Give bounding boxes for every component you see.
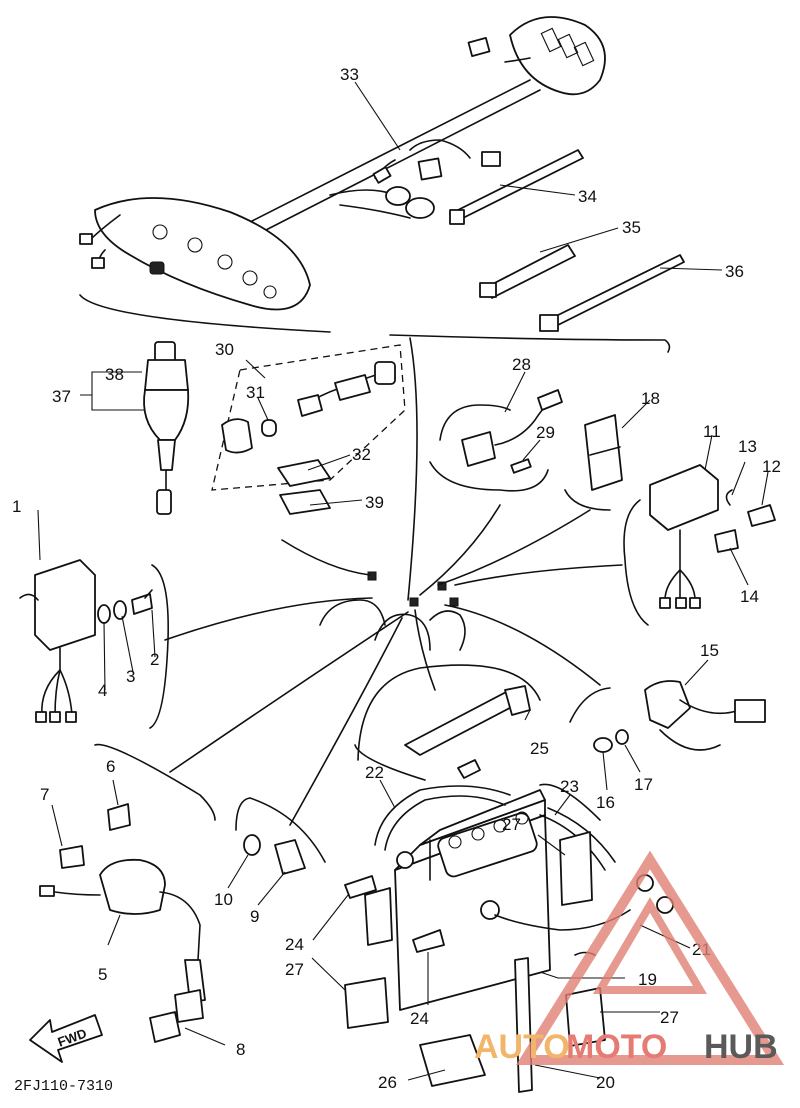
callout-3: 3 — [126, 667, 135, 686]
callout-25: 25 — [530, 739, 549, 758]
callout-11: 11 — [703, 422, 721, 441]
callout-12: 12 — [762, 457, 781, 476]
label-32 — [277, 459, 331, 487]
watermark-part3: HUB — [704, 1028, 778, 1066]
callout-36: 36 — [725, 262, 744, 281]
main-switch-37 — [143, 341, 190, 515]
automotohub-watermark: AUTO MOTO HUB — [474, 850, 785, 1066]
callout-22: 22 — [365, 763, 384, 782]
cdi-unit-1 — [19, 559, 96, 723]
callout-27b: 27 — [285, 960, 304, 979]
diagram-code: 2FJ110-7310 — [14, 1078, 113, 1095]
callout-38: 38 — [105, 365, 124, 384]
fasteners-12-13-14 — [714, 489, 776, 553]
ignition-coil-5 — [39, 803, 206, 1043]
label-39 — [279, 489, 331, 515]
fuse-holder-28 — [439, 389, 563, 474]
fasteners-9-10 — [243, 834, 306, 875]
wire-harness-group — [79, 16, 606, 311]
callout-leaders — [37, 81, 769, 1081]
cable-band-35 — [479, 244, 576, 299]
callout-4: 4 — [98, 681, 107, 700]
callout-14: 14 — [740, 587, 759, 606]
watermark-part1: AUTO — [474, 1028, 570, 1066]
watermark-part2: MOTO — [566, 1028, 667, 1066]
callout-10: 10 — [214, 890, 233, 909]
fasteners-2-3-4 — [97, 589, 153, 624]
callout-34: 34 — [578, 187, 597, 206]
callout-16: 16 — [596, 793, 615, 812]
callout-20: 20 — [596, 1073, 615, 1092]
forward-direction-arrow: FWD — [29, 1014, 103, 1063]
callout-32: 32 — [352, 445, 371, 464]
callout-8: 8 — [236, 1040, 245, 1059]
callout-7: 7 — [40, 785, 49, 804]
central-junction — [319, 571, 466, 651]
callout-19: 19 — [638, 970, 657, 989]
callout-6: 6 — [106, 757, 115, 776]
cable-tie-36 — [539, 254, 685, 332]
callout-27a: 27 — [502, 815, 521, 834]
callout-37: 37 — [52, 387, 71, 406]
callout-17: 17 — [634, 775, 653, 794]
fasteners-16-17 — [593, 729, 629, 753]
callout-24b: 24 — [410, 1009, 429, 1028]
callout-33: 33 — [340, 65, 359, 84]
pads-24-26-27 — [344, 831, 606, 1087]
callout-28: 28 — [512, 355, 531, 374]
socket-cord-30 — [297, 361, 396, 417]
starter-relay-15 — [644, 680, 766, 751]
callout-18: 18 — [641, 389, 660, 408]
callout-24a: 24 — [285, 935, 304, 954]
callout-27c: 27 — [660, 1008, 679, 1027]
callout-39: 39 — [365, 493, 384, 512]
callout-30: 30 — [215, 340, 234, 359]
callout-26: 26 — [378, 1073, 397, 1092]
battery-assembly — [374, 785, 674, 1093]
callout-29: 29 — [536, 423, 555, 442]
battery-band-25 — [404, 685, 531, 779]
harness-clip-34 — [449, 149, 584, 225]
callout-15: 15 — [700, 641, 719, 660]
rectifier-11 — [649, 464, 719, 609]
callout-23: 23 — [560, 777, 579, 796]
callout-9: 9 — [250, 907, 259, 926]
callout-35: 35 — [622, 218, 641, 237]
callout-labels: 1 2 3 4 5 6 7 8 9 10 11 12 13 14 15 16 1… — [12, 65, 781, 1092]
callout-2: 2 — [150, 650, 159, 669]
callout-31: 31 — [246, 383, 265, 402]
relay-18 — [584, 414, 623, 491]
callout-5: 5 — [98, 965, 107, 984]
bulb-31 — [221, 418, 277, 454]
callout-1: 1 — [12, 497, 21, 516]
callout-13: 13 — [738, 437, 757, 456]
